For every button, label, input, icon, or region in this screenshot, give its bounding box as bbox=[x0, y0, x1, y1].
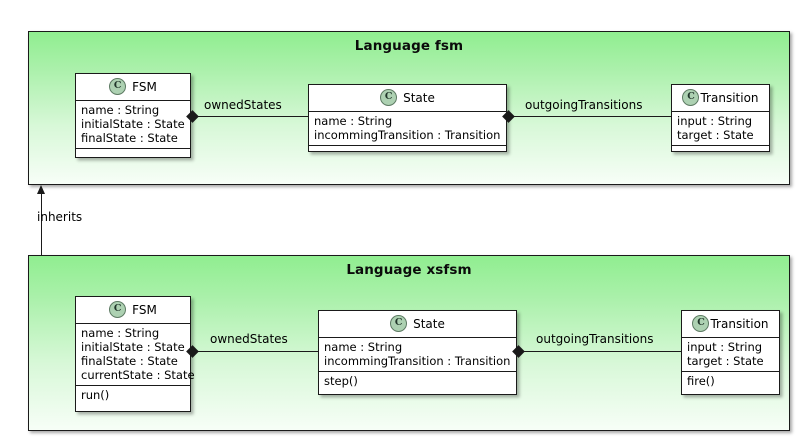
class-box-xsfsm-FSM[interactable]: C FSM name : String initialState : State… bbox=[75, 296, 195, 412]
attribute-row: incommingTransition : Transition bbox=[314, 128, 501, 142]
association-line-fsm-outgoingTransitions bbox=[507, 116, 672, 118]
operations-compartment bbox=[76, 149, 190, 158]
association-label-xsfsm-outgoingTransitions: outgoingTransitions bbox=[536, 332, 654, 346]
operation-row: fire() bbox=[687, 374, 715, 388]
class-circle-icon: C bbox=[109, 301, 127, 318]
attribute-row: target : State bbox=[687, 354, 764, 368]
class-name-label: FSM bbox=[132, 302, 157, 317]
package-title-fsm: Language fsm bbox=[354, 38, 464, 54]
attribute-row: initialState : State bbox=[81, 117, 185, 131]
operations-compartment bbox=[309, 146, 506, 155]
attributes-compartment: name : String initialState : State final… bbox=[76, 324, 195, 386]
attributes-compartment: input : String target : State bbox=[672, 112, 769, 146]
attribute-row: finalState : State bbox=[81, 354, 178, 368]
class-name-label: Transition bbox=[700, 90, 759, 105]
inherits-line bbox=[41, 193, 43, 259]
class-box-fsm-Transition[interactable]: C Transition input : String target : Sta… bbox=[671, 84, 770, 152]
operations-compartment bbox=[672, 146, 769, 155]
association-line-fsm-ownedStates bbox=[191, 116, 309, 118]
attribute-row: incommingTransition : Transition bbox=[324, 354, 511, 368]
association-line-xsfsm-ownedStates bbox=[191, 351, 319, 353]
class-header-fsm-FSM: C FSM bbox=[76, 74, 190, 101]
attributes-compartment: name : String incommingTransition : Tran… bbox=[319, 338, 516, 372]
attribute-row: input : String bbox=[687, 340, 763, 354]
operations-compartment: step() bbox=[319, 372, 516, 391]
class-circle-icon: C bbox=[682, 89, 700, 106]
association-label-fsm-outgoingTransitions: outgoingTransitions bbox=[525, 98, 643, 112]
class-box-xsfsm-State[interactable]: C State name : String incommingTransitio… bbox=[318, 310, 517, 395]
attribute-row: name : String bbox=[314, 114, 393, 128]
inherits-label: inherits bbox=[37, 210, 83, 224]
class-name-label: FSM bbox=[132, 79, 157, 94]
attribute-row: target : State bbox=[677, 128, 754, 142]
attribute-row: name : String bbox=[81, 103, 160, 117]
attribute-row: name : String bbox=[81, 326, 160, 340]
package-title-xsfsm: Language xsfsm bbox=[346, 262, 472, 278]
attributes-compartment: name : String incommingTransition : Tran… bbox=[309, 112, 506, 146]
class-header-xsfsm-FSM: C FSM bbox=[76, 297, 190, 324]
class-circle-icon: C bbox=[109, 78, 127, 95]
class-header-xsfsm-Transition: C Transition bbox=[682, 311, 779, 338]
class-name-label: Transition bbox=[710, 316, 769, 331]
inherits-arrowhead-icon bbox=[37, 185, 45, 194]
attribute-row: initialState : State bbox=[81, 340, 185, 354]
attributes-compartment: name : String initialState : State final… bbox=[76, 101, 190, 149]
attribute-row: currentState : State bbox=[81, 368, 195, 382]
class-box-fsm-FSM[interactable]: C FSM name : String initialState : State… bbox=[75, 73, 191, 158]
operation-row: run() bbox=[81, 388, 110, 402]
operations-compartment: fire() bbox=[682, 372, 779, 391]
class-circle-icon: C bbox=[692, 315, 710, 332]
class-box-xsfsm-Transition[interactable]: C Transition input : String target : Sta… bbox=[681, 310, 780, 395]
association-label-fsm-ownedStates: ownedStates bbox=[204, 98, 282, 112]
class-box-fsm-State[interactable]: C State name : String incommingTransitio… bbox=[308, 84, 507, 152]
class-header-fsm-Transition: C Transition bbox=[672, 85, 769, 112]
class-name-label: State bbox=[403, 90, 435, 105]
association-label-xsfsm-ownedStates: ownedStates bbox=[210, 332, 288, 346]
attributes-compartment: input : String target : State bbox=[682, 338, 779, 372]
class-name-label: State bbox=[413, 316, 445, 331]
class-header-xsfsm-State: C State bbox=[319, 311, 516, 338]
operations-compartment: run() bbox=[76, 386, 190, 405]
class-circle-icon: C bbox=[390, 315, 408, 332]
attribute-row: input : String bbox=[677, 114, 753, 128]
class-header-fsm-State: C State bbox=[309, 85, 506, 112]
operation-row: step() bbox=[324, 374, 358, 388]
attribute-row: name : String bbox=[324, 340, 403, 354]
association-line-xsfsm-outgoingTransitions bbox=[517, 351, 682, 353]
class-circle-icon: C bbox=[380, 89, 398, 106]
attribute-row: finalState : State bbox=[81, 131, 178, 145]
